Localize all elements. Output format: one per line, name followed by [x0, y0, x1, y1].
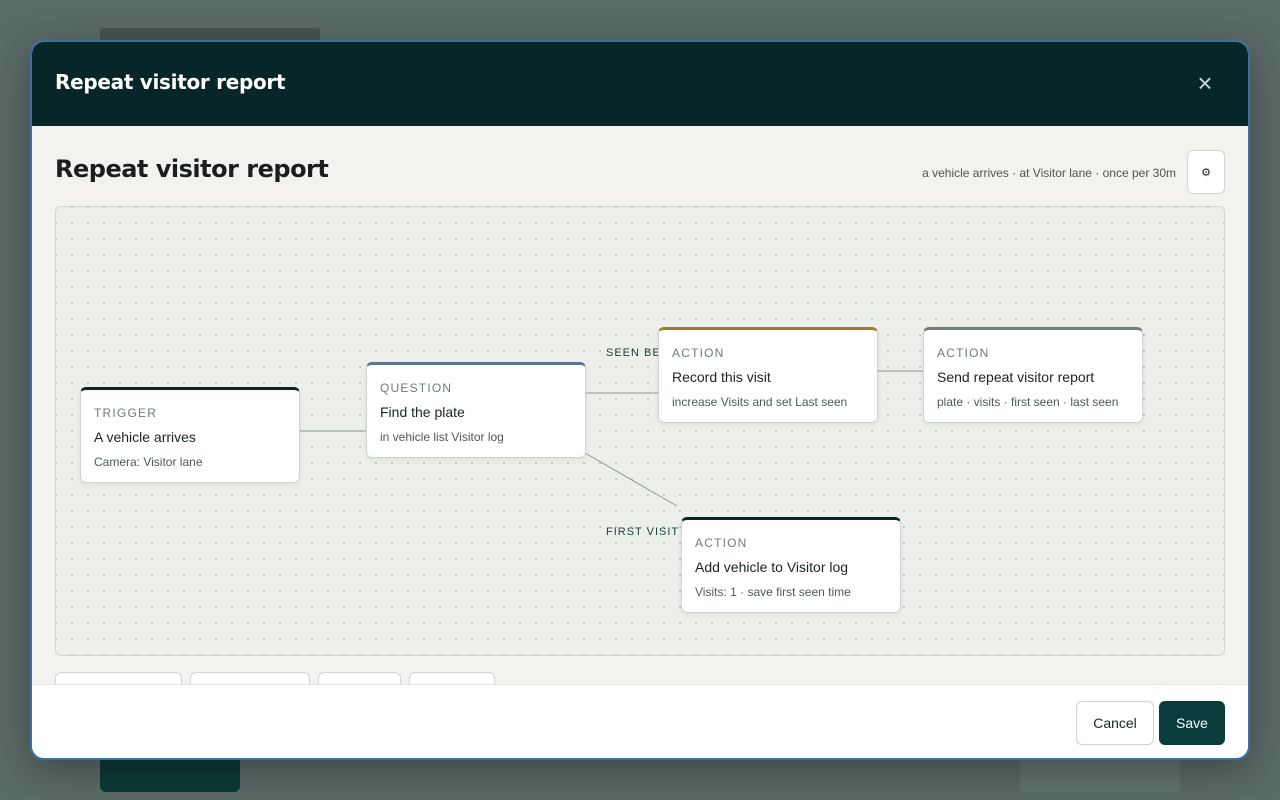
edge-label-seen-before: SEEN BEF: [606, 347, 669, 359]
node-title: Record this visit: [672, 369, 771, 385]
bottom-tab-strip: [55, 672, 655, 692]
automation-summary: a vehicle arrives · at Visitor lane · on…: [922, 166, 1176, 180]
repeat-visitor-report-dialog: Repeat visitor report × Repeat visitor r…: [30, 40, 1250, 760]
node-title: Find the plate: [380, 404, 465, 420]
node-title: Send repeat visitor report: [937, 369, 1095, 385]
node-description: increase Visits and set Last seen: [672, 395, 848, 409]
node-description: Visits: 1 · save first seen time: [695, 585, 851, 599]
page-title: Repeat visitor report: [55, 155, 329, 183]
edge-question-add: [584, 452, 678, 507]
node-kind: Action: [695, 536, 748, 550]
node-kind: Question: [380, 381, 453, 395]
node-question[interactable]: Question Find the plate in vehicle list …: [366, 362, 586, 458]
node-kind: Action: [672, 346, 725, 360]
node-title: A vehicle arrives: [94, 429, 196, 445]
settings-button[interactable]: ⚙: [1187, 150, 1225, 194]
dialog-title: Repeat visitor report: [55, 70, 286, 94]
node-record-visit[interactable]: Action Record this visit increase Visits…: [658, 327, 878, 423]
close-icon[interactable]: ×: [1197, 68, 1213, 98]
node-description: plate · visits · first seen · last seen: [937, 395, 1119, 409]
node-send-report[interactable]: Action Send repeat visitor report plate …: [923, 327, 1143, 423]
node-description: in vehicle list Visitor log: [380, 430, 504, 444]
dialog-footer: Cancel Save: [32, 684, 1248, 758]
dialog-header: Repeat visitor report ×: [32, 42, 1248, 126]
save-button[interactable]: Save: [1159, 701, 1225, 745]
flow-canvas[interactable]: SEEN BEF FIRST VISIT Trigger A vehicle a…: [55, 206, 1225, 656]
cancel-button[interactable]: Cancel: [1076, 701, 1154, 745]
node-kind: Action: [937, 346, 990, 360]
gear-icon: ⚙: [1201, 166, 1211, 179]
node-add-vehicle[interactable]: Action Add vehicle to Visitor log Visits…: [681, 517, 901, 613]
edge-label-first-visit: FIRST VISIT: [606, 526, 680, 538]
node-kind: Trigger: [94, 406, 158, 420]
node-trigger[interactable]: Trigger A vehicle arrives Camera: Visito…: [80, 387, 300, 483]
node-description: Camera: Visitor lane: [94, 455, 203, 469]
node-title: Add vehicle to Visitor log: [695, 559, 849, 575]
